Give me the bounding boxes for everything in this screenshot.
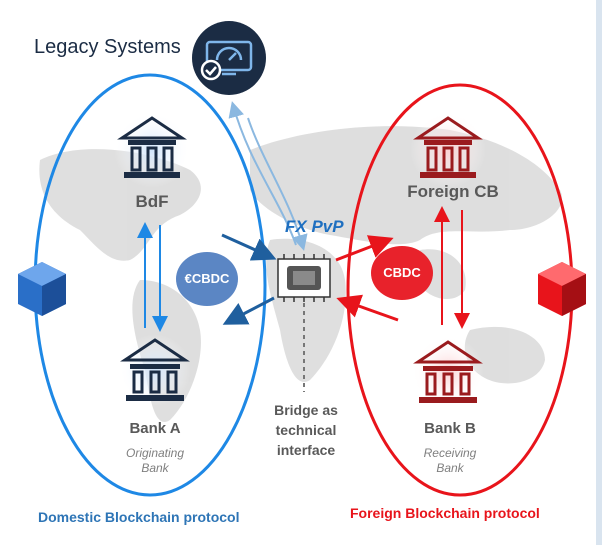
bridge-caption-line1: Bridge as [274,402,338,418]
receiving-bank-building-icon [412,336,484,408]
arrow-bridge-to-domestic [222,296,275,325]
euro-cbdc-label: €CBDC [184,271,230,286]
legacy-systems-label: Legacy Systems [34,36,181,58]
bank-b-role-line2: Bank [436,461,464,475]
dashboard-monitor-icon [192,21,266,95]
arrow-foreign-to-bridge [336,294,399,322]
bridge-caption-line3: interface [276,442,336,458]
bank-a-role-line1: Originating [125,446,185,460]
arrow-domestic-to-bridge [221,233,277,261]
chip-icon [277,254,331,302]
central-bank-building-icon [114,112,190,188]
arrow-bridge-to-legacy [228,101,297,246]
red-blockchain-cube-icon [538,262,586,316]
right-edge-frame [596,0,602,545]
bank-a-label: Bank A [129,420,181,437]
euro-cbdc-badge [176,252,238,306]
bank-b-role-line1: Receiving [423,446,477,460]
bridge-caption-line2: technical [275,422,337,438]
foreign-central-bank-building-icon [410,112,486,188]
blue-blockchain-cube-icon [18,262,66,316]
domestic-protocol-label: Domestic Blockchain protocol [38,509,240,525]
fx-pvp-label: FX PvP [285,217,344,236]
foreign-cb-label: Foreign CB [407,182,499,201]
bdf-label: BdF [135,192,169,211]
bank-b-label: Bank B [424,420,476,437]
bank-a-role-line2: Bank [141,461,169,475]
arrow-bridge-to-foreign [335,235,394,262]
arrow-legacy-to-bridge [247,117,308,251]
foreign-protocol-label: Foreign Blockchain protocol [350,505,540,521]
foreign-cbdc-label: CBDC [383,265,421,280]
foreign-cbdc-badge [371,246,433,300]
commercial-bank-building-icon [119,334,191,406]
